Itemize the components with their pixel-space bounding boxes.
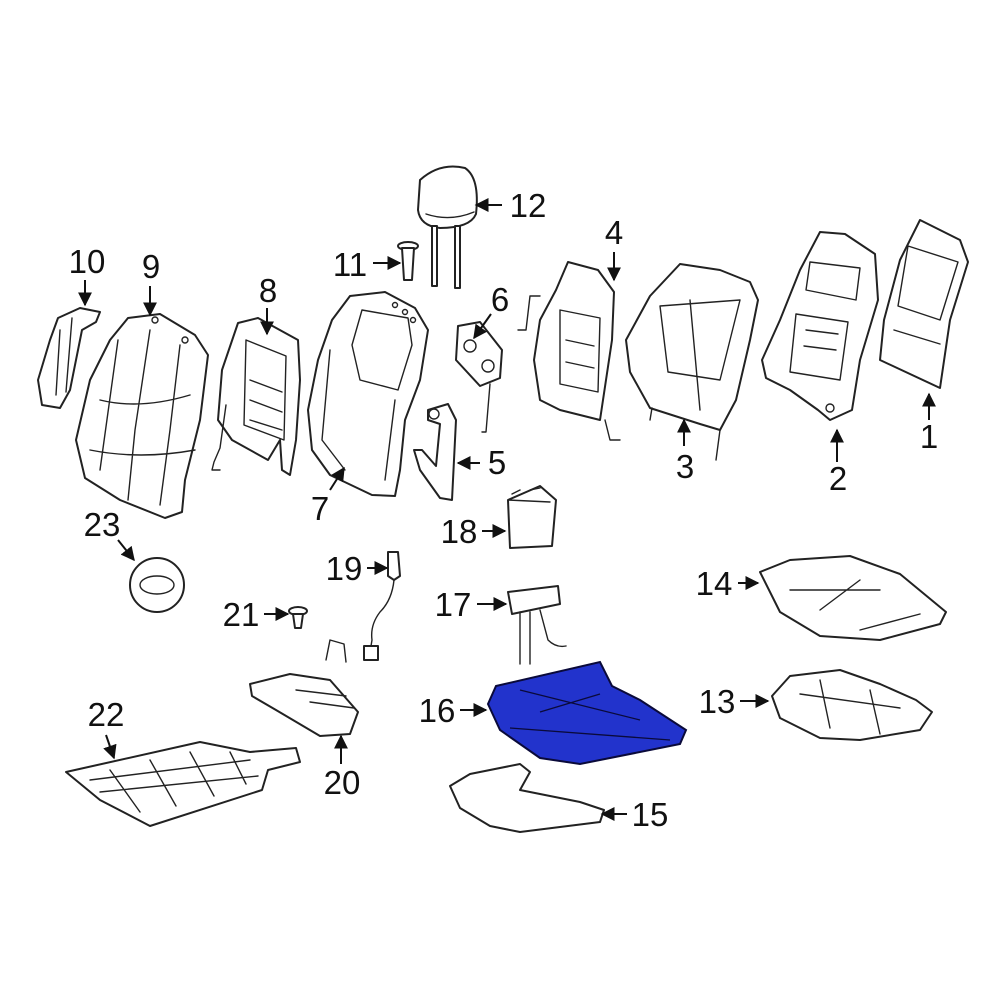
part-13-seat-pan bbox=[771, 669, 933, 741]
callout-9: 9 bbox=[142, 248, 160, 285]
callout-23: 23 bbox=[84, 506, 121, 543]
part-6-switch-module bbox=[455, 321, 503, 433]
part-9-backrest-cover bbox=[75, 313, 209, 519]
callout-21: 21 bbox=[223, 596, 260, 633]
leader-23 bbox=[117, 539, 135, 562]
callout-18: 18 bbox=[441, 513, 478, 550]
part-5-side-bracket bbox=[413, 403, 457, 501]
callout-15: 15 bbox=[632, 796, 669, 833]
callout-22: 22 bbox=[88, 696, 125, 733]
part-12-headrest bbox=[417, 165, 478, 289]
leader-lines bbox=[78, 198, 936, 821]
part-20-cushion-bracket bbox=[249, 639, 359, 737]
part-23-emblem bbox=[129, 557, 185, 613]
part-7-backrest-cushion bbox=[307, 291, 429, 497]
part-14-seat-cover bbox=[759, 555, 947, 641]
part-8-backrest-pad-frame bbox=[211, 317, 301, 476]
callout-14: 14 bbox=[696, 565, 733, 602]
callout-11: 11 bbox=[333, 246, 367, 283]
callout-2: 2 bbox=[829, 460, 847, 497]
part-18-control-unit bbox=[507, 485, 557, 549]
callout-4: 4 bbox=[605, 214, 623, 251]
callout-13: 13 bbox=[699, 683, 736, 720]
part-22-heater-mat bbox=[65, 741, 301, 827]
part-17-bracket bbox=[507, 585, 567, 665]
leader-6 bbox=[473, 313, 492, 340]
callout-17: 17 bbox=[435, 586, 472, 623]
callout-6: 6 bbox=[491, 281, 509, 318]
callout-19: 19 bbox=[326, 550, 363, 587]
part-19-wiring-harness bbox=[363, 551, 401, 661]
callout-20: 20 bbox=[324, 764, 361, 801]
callout-10: 10 bbox=[69, 243, 106, 280]
part-3-backrest-housing bbox=[625, 263, 759, 461]
callout-3: 3 bbox=[676, 448, 694, 485]
callout-16: 16 bbox=[419, 692, 456, 729]
callout-8: 8 bbox=[259, 272, 277, 309]
part-16-seat-cushion bbox=[486, 660, 688, 766]
part-11-headrest-guide bbox=[397, 241, 419, 281]
callout-12: 12 bbox=[510, 187, 547, 224]
callout-5: 5 bbox=[488, 444, 506, 481]
part-4-frame-wire bbox=[517, 261, 621, 441]
leader-22 bbox=[103, 734, 117, 760]
part-1-rear-panel bbox=[879, 219, 969, 389]
callout-1: 1 bbox=[920, 418, 938, 455]
part-10-trim-panel bbox=[37, 307, 101, 409]
part-21-clip bbox=[288, 606, 308, 629]
leader-7 bbox=[329, 466, 345, 491]
callout-labels: 1 2 3 4 5 6 7 8 9 10 11 12 13 14 15 16 1… bbox=[69, 187, 939, 833]
part-15-cushion-liner bbox=[449, 763, 605, 833]
part-2-backrest-frame bbox=[761, 231, 879, 421]
callout-7: 7 bbox=[311, 490, 329, 527]
